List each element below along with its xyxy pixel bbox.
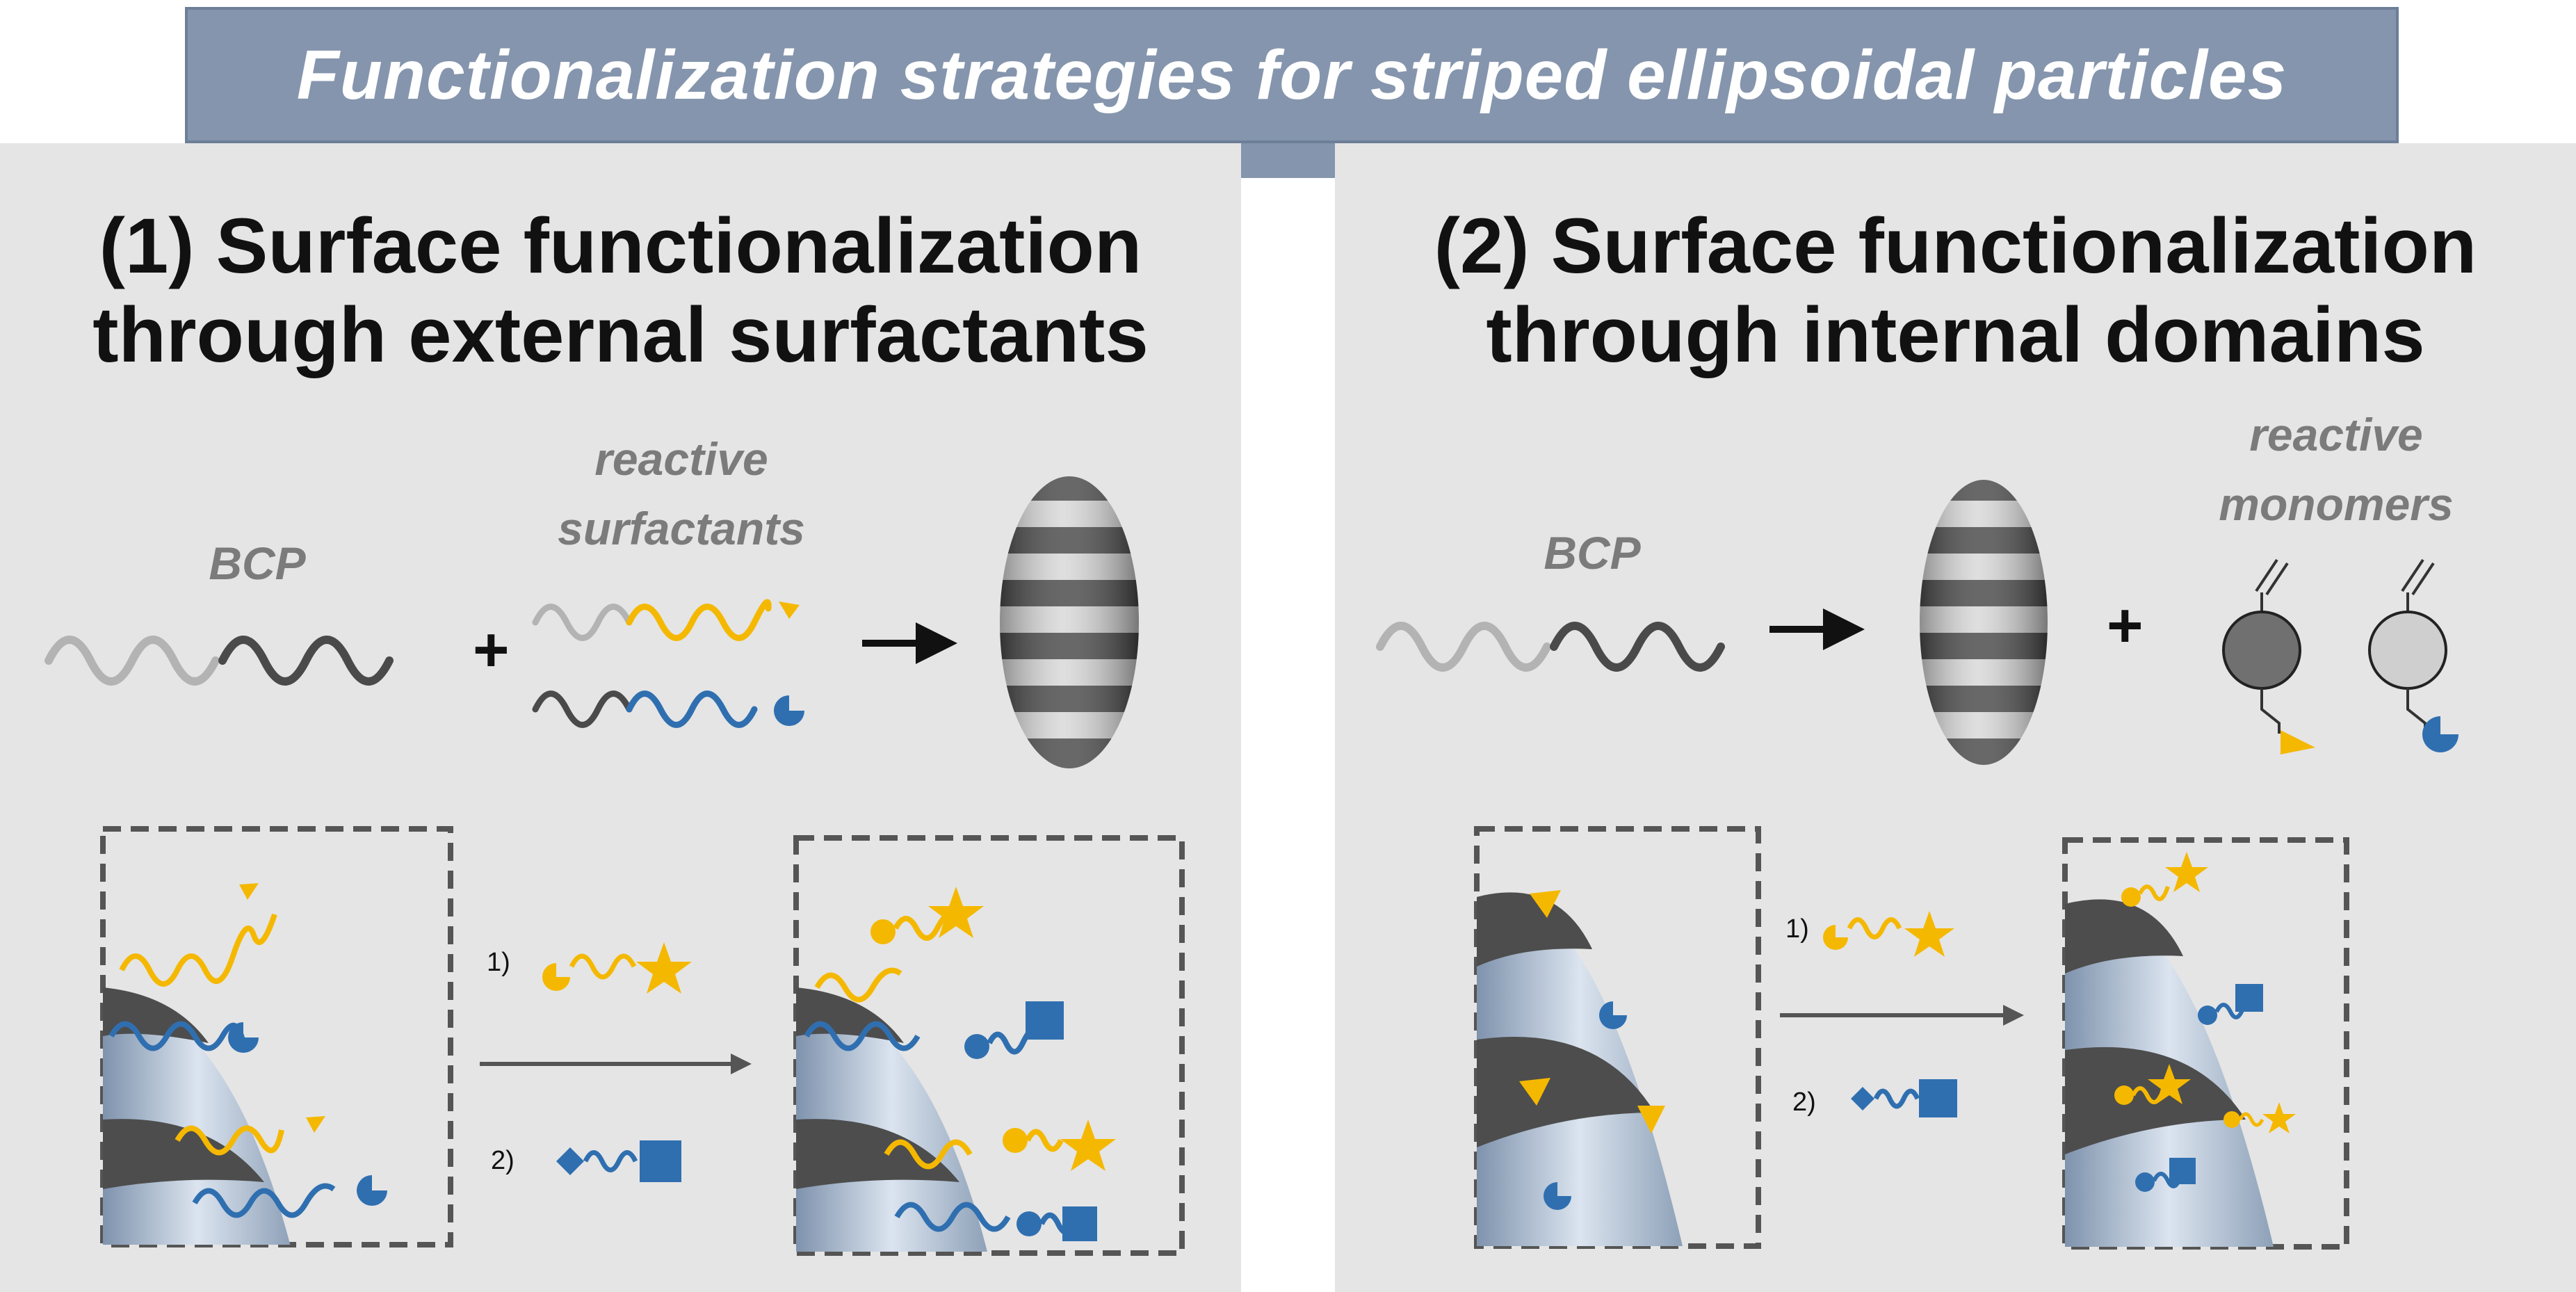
right-before-surface bbox=[1477, 890, 1683, 1246]
left-heading: (1) Surface functionalization through ex… bbox=[92, 202, 1149, 378]
right-reagent-2 bbox=[1851, 1079, 1957, 1117]
left-reactive-surfactants bbox=[532, 599, 804, 728]
right-after-surface bbox=[2065, 852, 2296, 1247]
left-reagent-1 bbox=[542, 942, 692, 994]
banner-tab bbox=[1241, 143, 1335, 178]
right-bcp-label: BCP bbox=[1544, 527, 1641, 579]
left-after-surface bbox=[796, 887, 1116, 1252]
right-bcp-chain bbox=[1376, 622, 1725, 672]
left-step-2: 2) bbox=[491, 1146, 515, 1175]
title-banner: Functionalization strategies for striped… bbox=[185, 7, 2399, 143]
right-step-1: 1) bbox=[1785, 914, 1809, 944]
left-reactive-label: reactive surfactants bbox=[558, 433, 805, 554]
left-before-surface bbox=[103, 883, 387, 1245]
left-plus-sign: + bbox=[473, 615, 510, 685]
right-reactive-label: reactive monomers bbox=[2219, 409, 2454, 530]
right-reagent-1 bbox=[1823, 911, 1954, 957]
left-reagent-2 bbox=[556, 1140, 681, 1182]
right-plus-sign: + bbox=[2107, 591, 2144, 661]
right-striped-particle bbox=[1920, 480, 2048, 765]
right-step-2: 2) bbox=[1792, 1088, 1816, 1117]
left-bcp-chain bbox=[44, 636, 394, 686]
left-bcp-label: BCP bbox=[209, 538, 306, 589]
right-heading: (2) Surface functionalization through in… bbox=[1434, 202, 2477, 378]
banner-title: Functionalization strategies for striped… bbox=[296, 35, 2287, 114]
left-striped-particle bbox=[1000, 476, 1139, 768]
right-monomer-dark bbox=[2222, 558, 2315, 754]
left-step-1: 1) bbox=[487, 948, 510, 977]
right-monomer-light bbox=[2368, 558, 2458, 752]
